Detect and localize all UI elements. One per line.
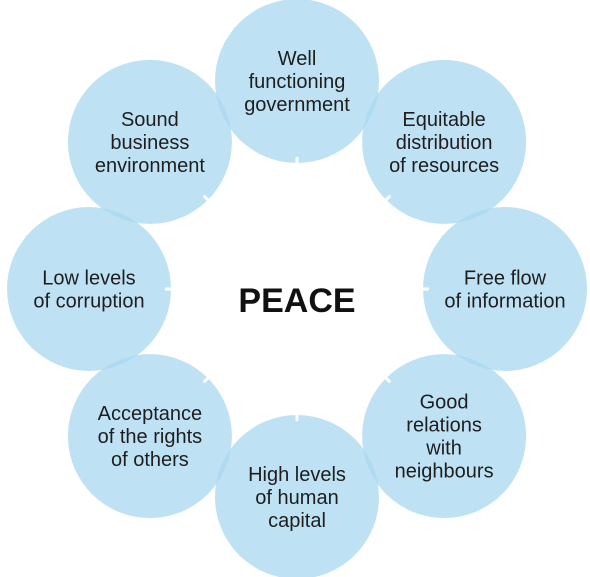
pillar-label-line: Low levels <box>42 268 135 290</box>
pillar-label-line: functioning <box>249 71 346 93</box>
pillar-label-line: of the rights <box>98 426 203 448</box>
pillar-circle <box>362 354 527 519</box>
spokes-layer <box>165 157 429 421</box>
pillar-circle <box>67 59 232 224</box>
pillar-label-line: government <box>244 94 350 116</box>
spoke-line <box>202 328 258 384</box>
pillar-circle <box>215 0 379 163</box>
pillar-label-line: Good <box>420 392 469 414</box>
pillar-label-line: of others <box>111 449 189 471</box>
pillar-label-line: Equitable <box>402 109 485 131</box>
pillar-circle <box>362 59 527 224</box>
pillar-circle <box>67 354 232 519</box>
pillar-label-line: of information <box>444 291 565 313</box>
pillar-label-line: High levels <box>248 464 346 486</box>
pillar-label-line: Acceptance <box>98 403 203 425</box>
pillar-circle <box>7 207 171 371</box>
pillar-label-line: Free flow <box>464 268 547 290</box>
pillar-label-line: capital <box>268 510 326 532</box>
center-label: PEACE <box>238 282 355 320</box>
pillar-label-line: of resources <box>389 155 499 177</box>
pillar-label-line: Well <box>278 48 317 70</box>
pillar-label-line: with <box>425 438 462 460</box>
pillar-label-line: business <box>110 132 189 154</box>
pillar-label-line: neighbours <box>395 461 494 483</box>
pillar-circle <box>423 207 587 371</box>
pillar-label-line: relations <box>406 415 482 437</box>
spoke-line <box>336 328 392 384</box>
pillar-label-line: distribution <box>396 132 493 154</box>
pillar-circle <box>215 415 379 577</box>
pillar-label-line: Sound <box>121 109 179 131</box>
spoke-line <box>202 194 258 250</box>
pillar-label-line: of corruption <box>33 291 144 313</box>
circles-layer <box>7 0 587 577</box>
spoke-line <box>336 194 392 250</box>
pillar-label-line: of human <box>255 487 338 509</box>
pillar-label-line: environment <box>95 155 206 177</box>
